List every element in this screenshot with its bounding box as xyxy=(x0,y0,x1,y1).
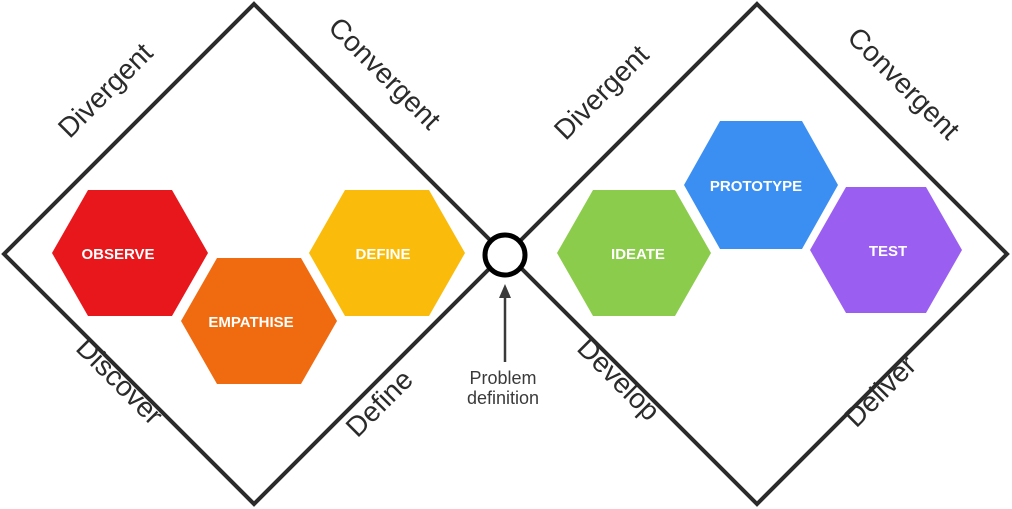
empathise-label: EMPATHISE xyxy=(208,314,293,331)
deliver-label: Deliver xyxy=(839,350,923,434)
test-label: TEST xyxy=(869,243,907,260)
define-phase-label: Define xyxy=(340,364,419,443)
left-divergent-label: Divergent xyxy=(52,37,159,144)
develop-label: Develop xyxy=(571,332,666,427)
problem-definition-line1: Problem xyxy=(469,368,536,388)
problem-definition-line2: definition xyxy=(467,388,539,408)
right-diamond xyxy=(504,1,1010,507)
define-label: DEFINE xyxy=(355,246,410,263)
left-diamond xyxy=(1,1,507,507)
right-convergent-label: Convergent xyxy=(842,21,966,145)
right-divergent-label: Divergent xyxy=(548,39,655,146)
prototype-label: PROTOTYPE xyxy=(710,178,802,195)
left-convergent-label: Convergent xyxy=(323,11,447,135)
hexagon-observe: OBSERVE xyxy=(52,190,208,316)
problem-definition-marker xyxy=(482,232,528,278)
discover-label: Discover xyxy=(70,332,169,431)
ideate-label: IDEATE xyxy=(611,246,665,263)
hexagon-ideate: IDEATE xyxy=(557,190,711,316)
hexagon-prototype: PROTOTYPE xyxy=(684,121,838,249)
hexagon-define: DEFINE xyxy=(309,190,465,316)
arrow-up-icon xyxy=(499,284,511,362)
observe-label: OBSERVE xyxy=(81,246,154,263)
hexagon-empathise: EMPATHISE xyxy=(181,258,337,384)
hexagon-test: TEST xyxy=(810,187,962,313)
